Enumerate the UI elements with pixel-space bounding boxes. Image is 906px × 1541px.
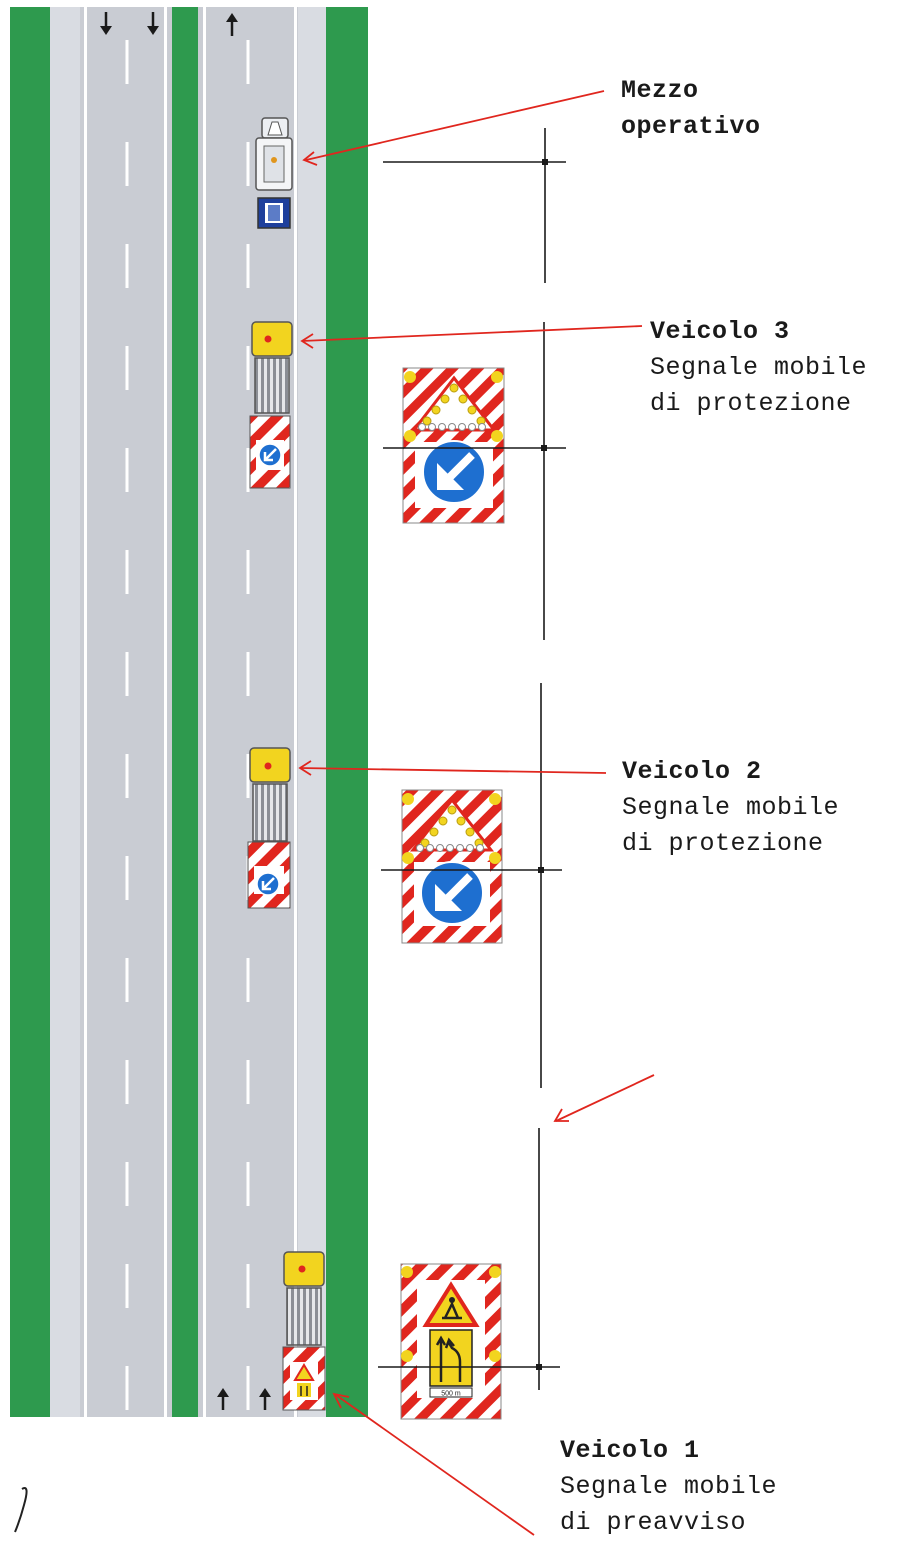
lane-dash: [125, 856, 129, 900]
lane-dash: [246, 754, 250, 798]
protection-sign-2: [401, 789, 503, 944]
work-vehicle: [255, 117, 293, 229]
label-mezzo-operativo: Mezzo operativo: [621, 73, 761, 145]
lane-dash: [246, 652, 250, 696]
lane-dash: [246, 448, 250, 492]
flashing-light-icon: [402, 793, 414, 805]
label-veicolo-2: Veicolo 2 Segnale mobile di protezione: [622, 754, 839, 862]
lane-dash: [246, 1366, 250, 1410]
lane-dash: [246, 40, 250, 84]
vehicle-2: [247, 747, 291, 909]
lane-dashes: [125, 40, 250, 1410]
lane-dash: [125, 550, 129, 594]
lane-dash: [125, 652, 129, 696]
left-shoulder: [50, 7, 80, 1417]
label-title: Veicolo 2: [622, 757, 762, 786]
central-median: [172, 7, 198, 1417]
advance-warning-sign: 500 m: [400, 1263, 502, 1420]
lane-dash: [246, 1162, 250, 1206]
label-subtitle: di preavviso: [560, 1508, 747, 1537]
up-arrow-icon: [226, 13, 238, 36]
lane-dash: [246, 958, 250, 1002]
flashing-light-icon: [489, 793, 501, 805]
flashing-light-icon: [491, 371, 503, 383]
lane-dash: [246, 346, 250, 390]
distance-markers: [378, 128, 566, 1390]
lane-dash: [246, 1264, 250, 1308]
lane-dash: [125, 958, 129, 1002]
lane-dash: [125, 1366, 129, 1410]
lane-dash: [125, 142, 129, 186]
lane-dash: [125, 754, 129, 798]
up-arrow-icon: [259, 1388, 271, 1410]
label-title: Mezzo: [621, 76, 699, 105]
label-veicolo-1: Veicolo 1 Segnale mobile di preavviso: [560, 1433, 777, 1541]
left-verge: [10, 7, 50, 1417]
lane-dash: [246, 142, 250, 186]
distance-text: 500 m: [441, 1391, 461, 1398]
lane-shift-icon: [429, 1329, 473, 1387]
label-subtitle: di protezione: [650, 389, 852, 418]
lane-dash: [125, 1264, 129, 1308]
label-subtitle: Segnale mobile: [650, 353, 868, 382]
down-arrow-icon: [100, 12, 112, 35]
label-veicolo-3: Veicolo 3 Segnale mobile di protezione: [650, 314, 867, 422]
vehicle-3: [249, 321, 293, 489]
lane-dash: [125, 448, 129, 492]
up-arrow-icon: [217, 1388, 229, 1410]
lane-dash: [246, 550, 250, 594]
roadworks-icon: [293, 1363, 315, 1381]
flashing-light-icon: [401, 1266, 413, 1278]
lane-dash: [246, 1060, 250, 1104]
road: [10, 7, 368, 1417]
label-subtitle: Segnale mobile: [622, 793, 840, 822]
label-subtitle: di protezione: [622, 829, 824, 858]
label-title: operativo: [621, 112, 761, 141]
label-subtitle: Segnale mobile: [560, 1472, 778, 1501]
lane-dash: [125, 346, 129, 390]
vehicle-1: [282, 1251, 326, 1411]
leader-lines: [298, 90, 655, 1536]
lane-dash: [246, 244, 250, 288]
flashing-light-icon: [404, 371, 416, 383]
label-title: Veicolo 3: [650, 317, 790, 346]
down-arrow-icon: [147, 12, 159, 35]
right-verge: [326, 7, 368, 1417]
lane-dash: [125, 1060, 129, 1104]
lane-dash: [125, 40, 129, 84]
lane-dash: [125, 244, 129, 288]
lane-dash: [125, 1162, 129, 1206]
flashing-light-icon: [489, 1266, 501, 1278]
pen-mark: [14, 1487, 28, 1533]
right-shoulder: [298, 7, 326, 1417]
protection-sign-3: [402, 367, 505, 524]
label-title: Veicolo 1: [560, 1436, 700, 1465]
